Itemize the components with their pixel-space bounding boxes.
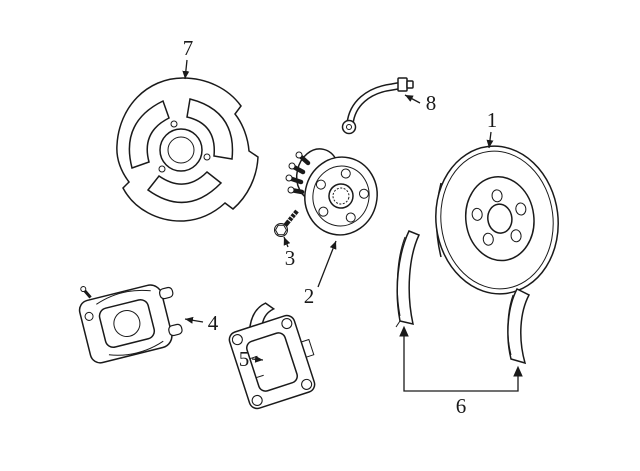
hub-mounting-bolt <box>274 209 299 237</box>
shield-bolt-hole <box>203 153 211 161</box>
shield-slot <box>146 170 223 204</box>
callout-4-leader <box>184 316 204 324</box>
bracket-frame <box>228 314 316 410</box>
shield-slot <box>128 99 170 169</box>
lug-hole <box>510 229 522 243</box>
bracket-bolt-boss <box>301 378 313 390</box>
caliper-window <box>98 298 156 348</box>
stud-head <box>288 162 296 170</box>
callout-1-leader <box>486 131 494 149</box>
callout-4-label: 4 <box>208 311 219 335</box>
shield-slot <box>186 98 234 160</box>
callout-6-label: 6 <box>456 394 467 418</box>
bolt-thread <box>292 212 297 216</box>
brake-pads <box>395 230 531 365</box>
hub-spline <box>332 187 350 205</box>
outer-brake-pad <box>396 230 421 325</box>
shield-center-hole <box>159 128 203 172</box>
callout-3-leader <box>283 236 291 248</box>
bleeder-valve <box>83 289 92 299</box>
stud-head <box>287 186 295 194</box>
hose-banjo-eye <box>346 124 352 130</box>
caliper-guide-boss <box>168 323 183 337</box>
bolt-hex-head <box>274 224 288 236</box>
callout-leaders <box>182 59 523 392</box>
rotor-center-hole <box>487 203 513 234</box>
callout-7-leader <box>182 59 190 80</box>
callout-2-leader <box>317 240 337 288</box>
callout-6-arrowhead <box>399 325 409 337</box>
lug-hole <box>515 202 527 216</box>
lug-hole <box>482 232 494 246</box>
brake-rotor <box>435 145 559 295</box>
callout-3-label: 3 <box>285 246 296 270</box>
bracket-bolt-boss <box>231 334 243 346</box>
shield-bolt-hole <box>158 165 166 173</box>
outer-pad-wear-tab <box>395 320 401 328</box>
inner-brake-pad <box>507 288 531 365</box>
callout-6-arrowhead <box>513 365 523 377</box>
bracket-pad-abutment <box>255 374 264 379</box>
callout-1-label: 1 <box>487 108 498 132</box>
callout-5-label: 5 <box>239 347 250 371</box>
bleeder-tip <box>80 286 87 293</box>
caliper-body <box>78 284 173 364</box>
brake-hose <box>341 77 414 135</box>
caliper-mounting-bracket <box>228 302 316 410</box>
callout-8-label: 8 <box>426 91 437 115</box>
bracket-bolt-boss <box>281 317 293 330</box>
callout-5-leader <box>251 355 264 363</box>
caliper-guide-boss <box>158 286 174 300</box>
bolt-shank <box>282 209 299 229</box>
stud-head <box>285 174 293 182</box>
hose-tube-tip <box>406 80 414 89</box>
bracket-ear <box>301 338 315 358</box>
inlet-port <box>84 311 94 321</box>
bracket-cutout <box>246 332 298 392</box>
hose-banjo-fitting <box>341 119 357 135</box>
hub-lug-hole <box>340 168 351 179</box>
bolt-thread <box>287 218 292 223</box>
hub-lug-hole <box>315 179 326 190</box>
inner-pad-liner <box>507 294 514 356</box>
callout-2-label: 2 <box>304 284 315 308</box>
hub-lug-hole <box>318 206 329 217</box>
hub-flange <box>304 156 378 236</box>
hose-hex-fitting <box>397 77 408 92</box>
splash-shield <box>116 77 259 222</box>
hub-lug-hole <box>358 188 369 199</box>
callout-8-leader <box>404 94 421 104</box>
hub-flange-ring <box>312 165 370 227</box>
stud-head <box>295 151 303 159</box>
lug-hole <box>471 207 483 221</box>
caliper-rib <box>96 289 151 305</box>
hub-lug-hole <box>345 212 356 223</box>
shield-bolt-hole <box>170 120 178 128</box>
rotor-rim-line <box>440 150 554 290</box>
callout-6-bracket <box>403 332 519 392</box>
callout-labels: 7 8 1 2 3 4 5 6 <box>183 36 498 418</box>
bolt-thread <box>289 215 294 220</box>
caliper-piston <box>113 309 141 337</box>
hose-tube-core <box>347 82 404 125</box>
hub-center-bore <box>328 183 354 209</box>
brake-caliper <box>78 284 183 364</box>
lug-hole <box>491 189 503 203</box>
caliper-rib <box>108 340 164 356</box>
hub-bearing-assembly <box>285 148 378 236</box>
callout-7-label: 7 <box>183 36 194 60</box>
outer-pad-liner <box>396 236 406 317</box>
shield-center-ring <box>167 136 195 164</box>
bracket-bolt-boss <box>251 394 263 407</box>
wheel-studs <box>285 151 311 195</box>
